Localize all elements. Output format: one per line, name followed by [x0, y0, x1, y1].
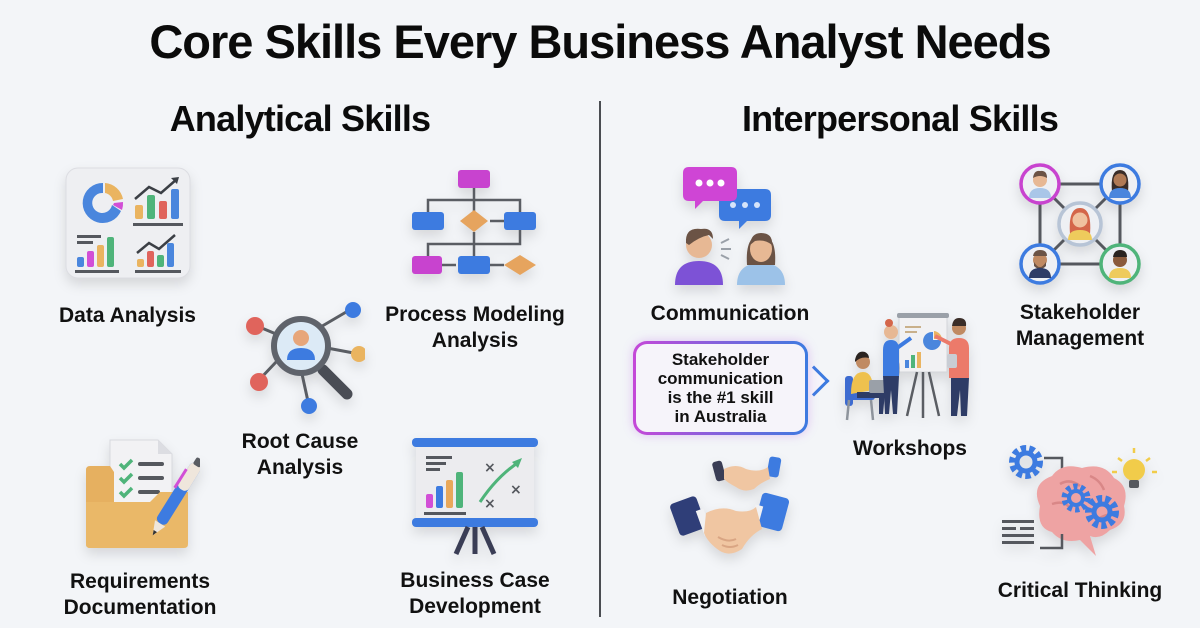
- svg-text:×: ×: [510, 482, 522, 498]
- skill-label-line2: Documentation: [63, 596, 217, 619]
- skill-label: Critical Thinking: [997, 579, 1163, 602]
- svg-text:×: ×: [484, 496, 496, 512]
- skill-root-cause-analysis: Root Cause Analysis: [220, 300, 380, 481]
- presentation-board-icon: × × ×: [412, 438, 538, 556]
- brain-gears-lightbulb-icon: [1002, 445, 1157, 556]
- skill-label: Data Analysis: [59, 304, 196, 327]
- skill-label-line1: Stakeholder: [1019, 301, 1141, 324]
- skill-label-line1: Requirements: [69, 570, 211, 593]
- skill-critical-thinking: Critical Thinking: [980, 444, 1180, 604]
- skill-negotiation: Negotiation: [640, 453, 820, 611]
- skill-label-line1: Process Modeling: [385, 303, 565, 326]
- skill-label-line2: Management: [1015, 327, 1145, 350]
- skill-communication: Communication: [630, 165, 830, 327]
- skill-label-line1: Business Case: [400, 569, 550, 592]
- skill-label-line2: Analysis: [431, 329, 519, 352]
- interpersonal-skills-heading: Interpersonal Skills: [741, 98, 1059, 139]
- magnifier-network-icon: [246, 302, 365, 414]
- page-title: Core Skills Every Business Analyst Needs: [149, 15, 1051, 68]
- team-presentation-icon: [845, 313, 969, 421]
- skill-label: Negotiation: [672, 586, 788, 609]
- skill-label: Workshops: [853, 437, 967, 460]
- stakeholder-callout-bubble: Stakeholder communication is the #1 skil…: [633, 341, 808, 435]
- skill-process-modeling: Process Modeling Analysis: [375, 168, 575, 354]
- callout-text: Stakeholder communication is the #1 skil…: [657, 350, 784, 426]
- skill-label: Communication: [650, 302, 810, 325]
- skill-label-line2: Development: [409, 595, 541, 618]
- folder-checklist-pen-icon: [86, 439, 200, 548]
- skill-label-line2: Analysis: [256, 456, 344, 479]
- stakeholder-network-icon: [1019, 163, 1141, 285]
- handshake-icon: [670, 456, 790, 554]
- skill-business-case-development: × × × Business Case Development: [385, 436, 565, 620]
- data-analysis-dashboard-icon: [65, 167, 190, 279]
- section-divider: [599, 101, 601, 617]
- skill-requirements-documentation: Requirements Documentation: [40, 438, 240, 621]
- people-chat-bubbles-icon: [675, 167, 785, 285]
- skill-stakeholder-management: Stakeholder Management: [990, 162, 1170, 352]
- skill-label-line1: Root Cause: [241, 430, 359, 453]
- analytical-skills-heading: Analytical Skills: [169, 98, 431, 139]
- svg-text:×: ×: [484, 460, 496, 476]
- flowchart-icon: [412, 170, 536, 275]
- skill-workshops: Workshops: [830, 310, 990, 462]
- skill-data-analysis: Data Analysis: [40, 165, 215, 329]
